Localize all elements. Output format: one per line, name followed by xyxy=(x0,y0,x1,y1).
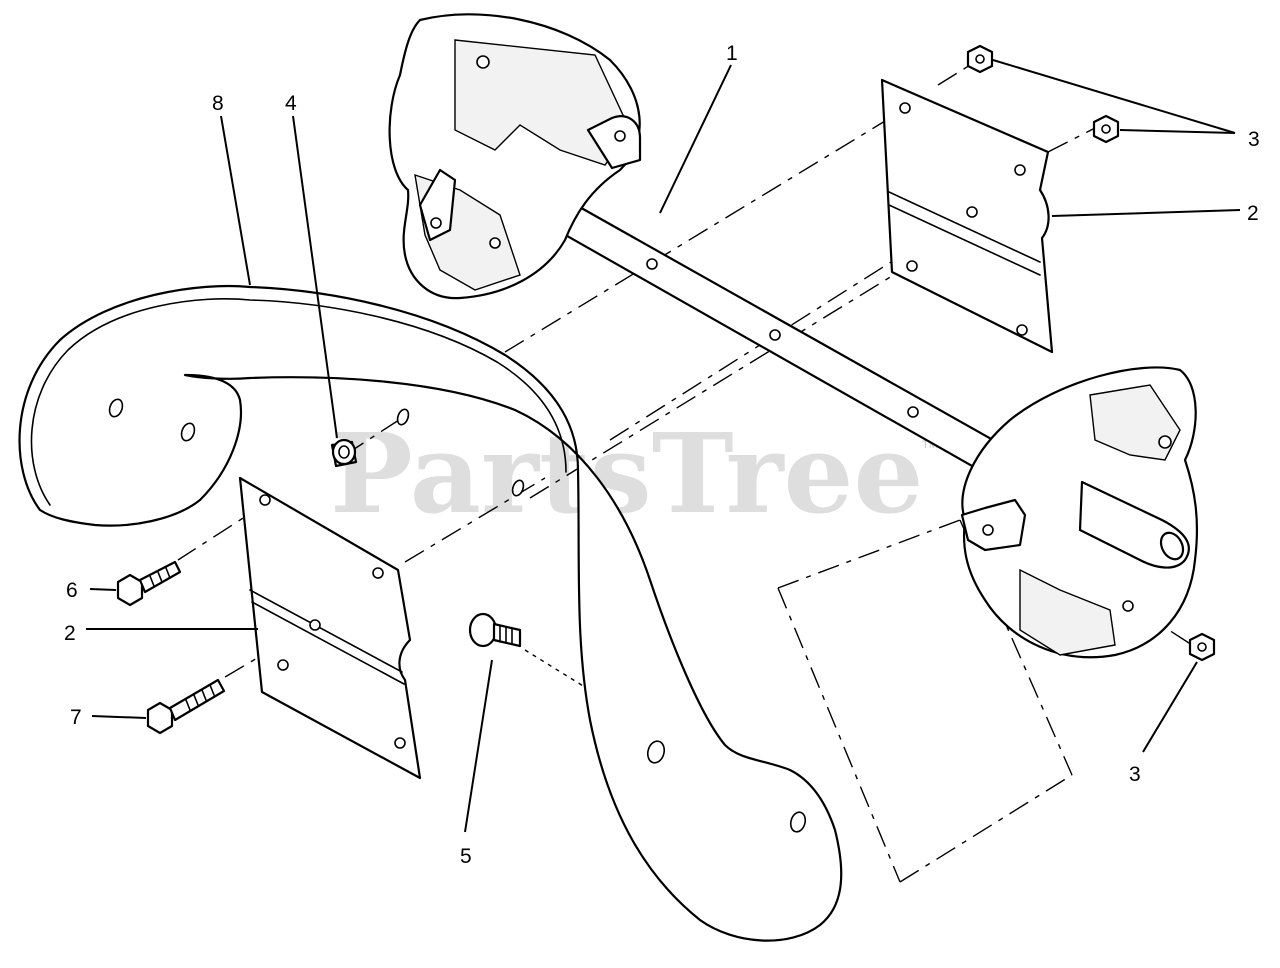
hex-bolt-short xyxy=(116,560,182,607)
hex-nut xyxy=(966,44,994,74)
spacer xyxy=(330,438,358,468)
flight-hole xyxy=(511,479,525,497)
callout-4: 4 xyxy=(285,92,297,115)
leader-lines xyxy=(86,59,1241,833)
callout-3-bottom: 3 xyxy=(1129,763,1141,786)
impeller-flange-upper xyxy=(388,13,642,300)
shoulder-bolt xyxy=(468,612,522,648)
watermark: PartsTree xyxy=(330,409,924,538)
callout-5: 5 xyxy=(460,845,472,868)
hex-nut xyxy=(1092,114,1120,144)
callout-7: 7 xyxy=(70,706,82,729)
flight-hole xyxy=(396,408,410,426)
callout-2-right: 2 xyxy=(1247,202,1259,225)
hex-nut xyxy=(1188,632,1216,662)
mounting-plate-right xyxy=(880,78,1054,354)
callout-6: 6 xyxy=(66,579,78,602)
flight-hole xyxy=(108,398,124,418)
flight-hole xyxy=(180,422,196,442)
hex-bolt-long xyxy=(146,678,226,735)
flight-hole xyxy=(646,740,666,764)
callout-8: 8 xyxy=(212,92,224,115)
callout-2-left: 2 xyxy=(64,622,76,645)
impeller-flange-lower xyxy=(960,366,1199,659)
callout-3-top: 3 xyxy=(1248,128,1260,151)
mounting-plate-left xyxy=(238,476,422,780)
callout-1: 1 xyxy=(726,42,738,65)
flight-hole xyxy=(789,811,807,833)
auger-flight xyxy=(18,284,843,942)
